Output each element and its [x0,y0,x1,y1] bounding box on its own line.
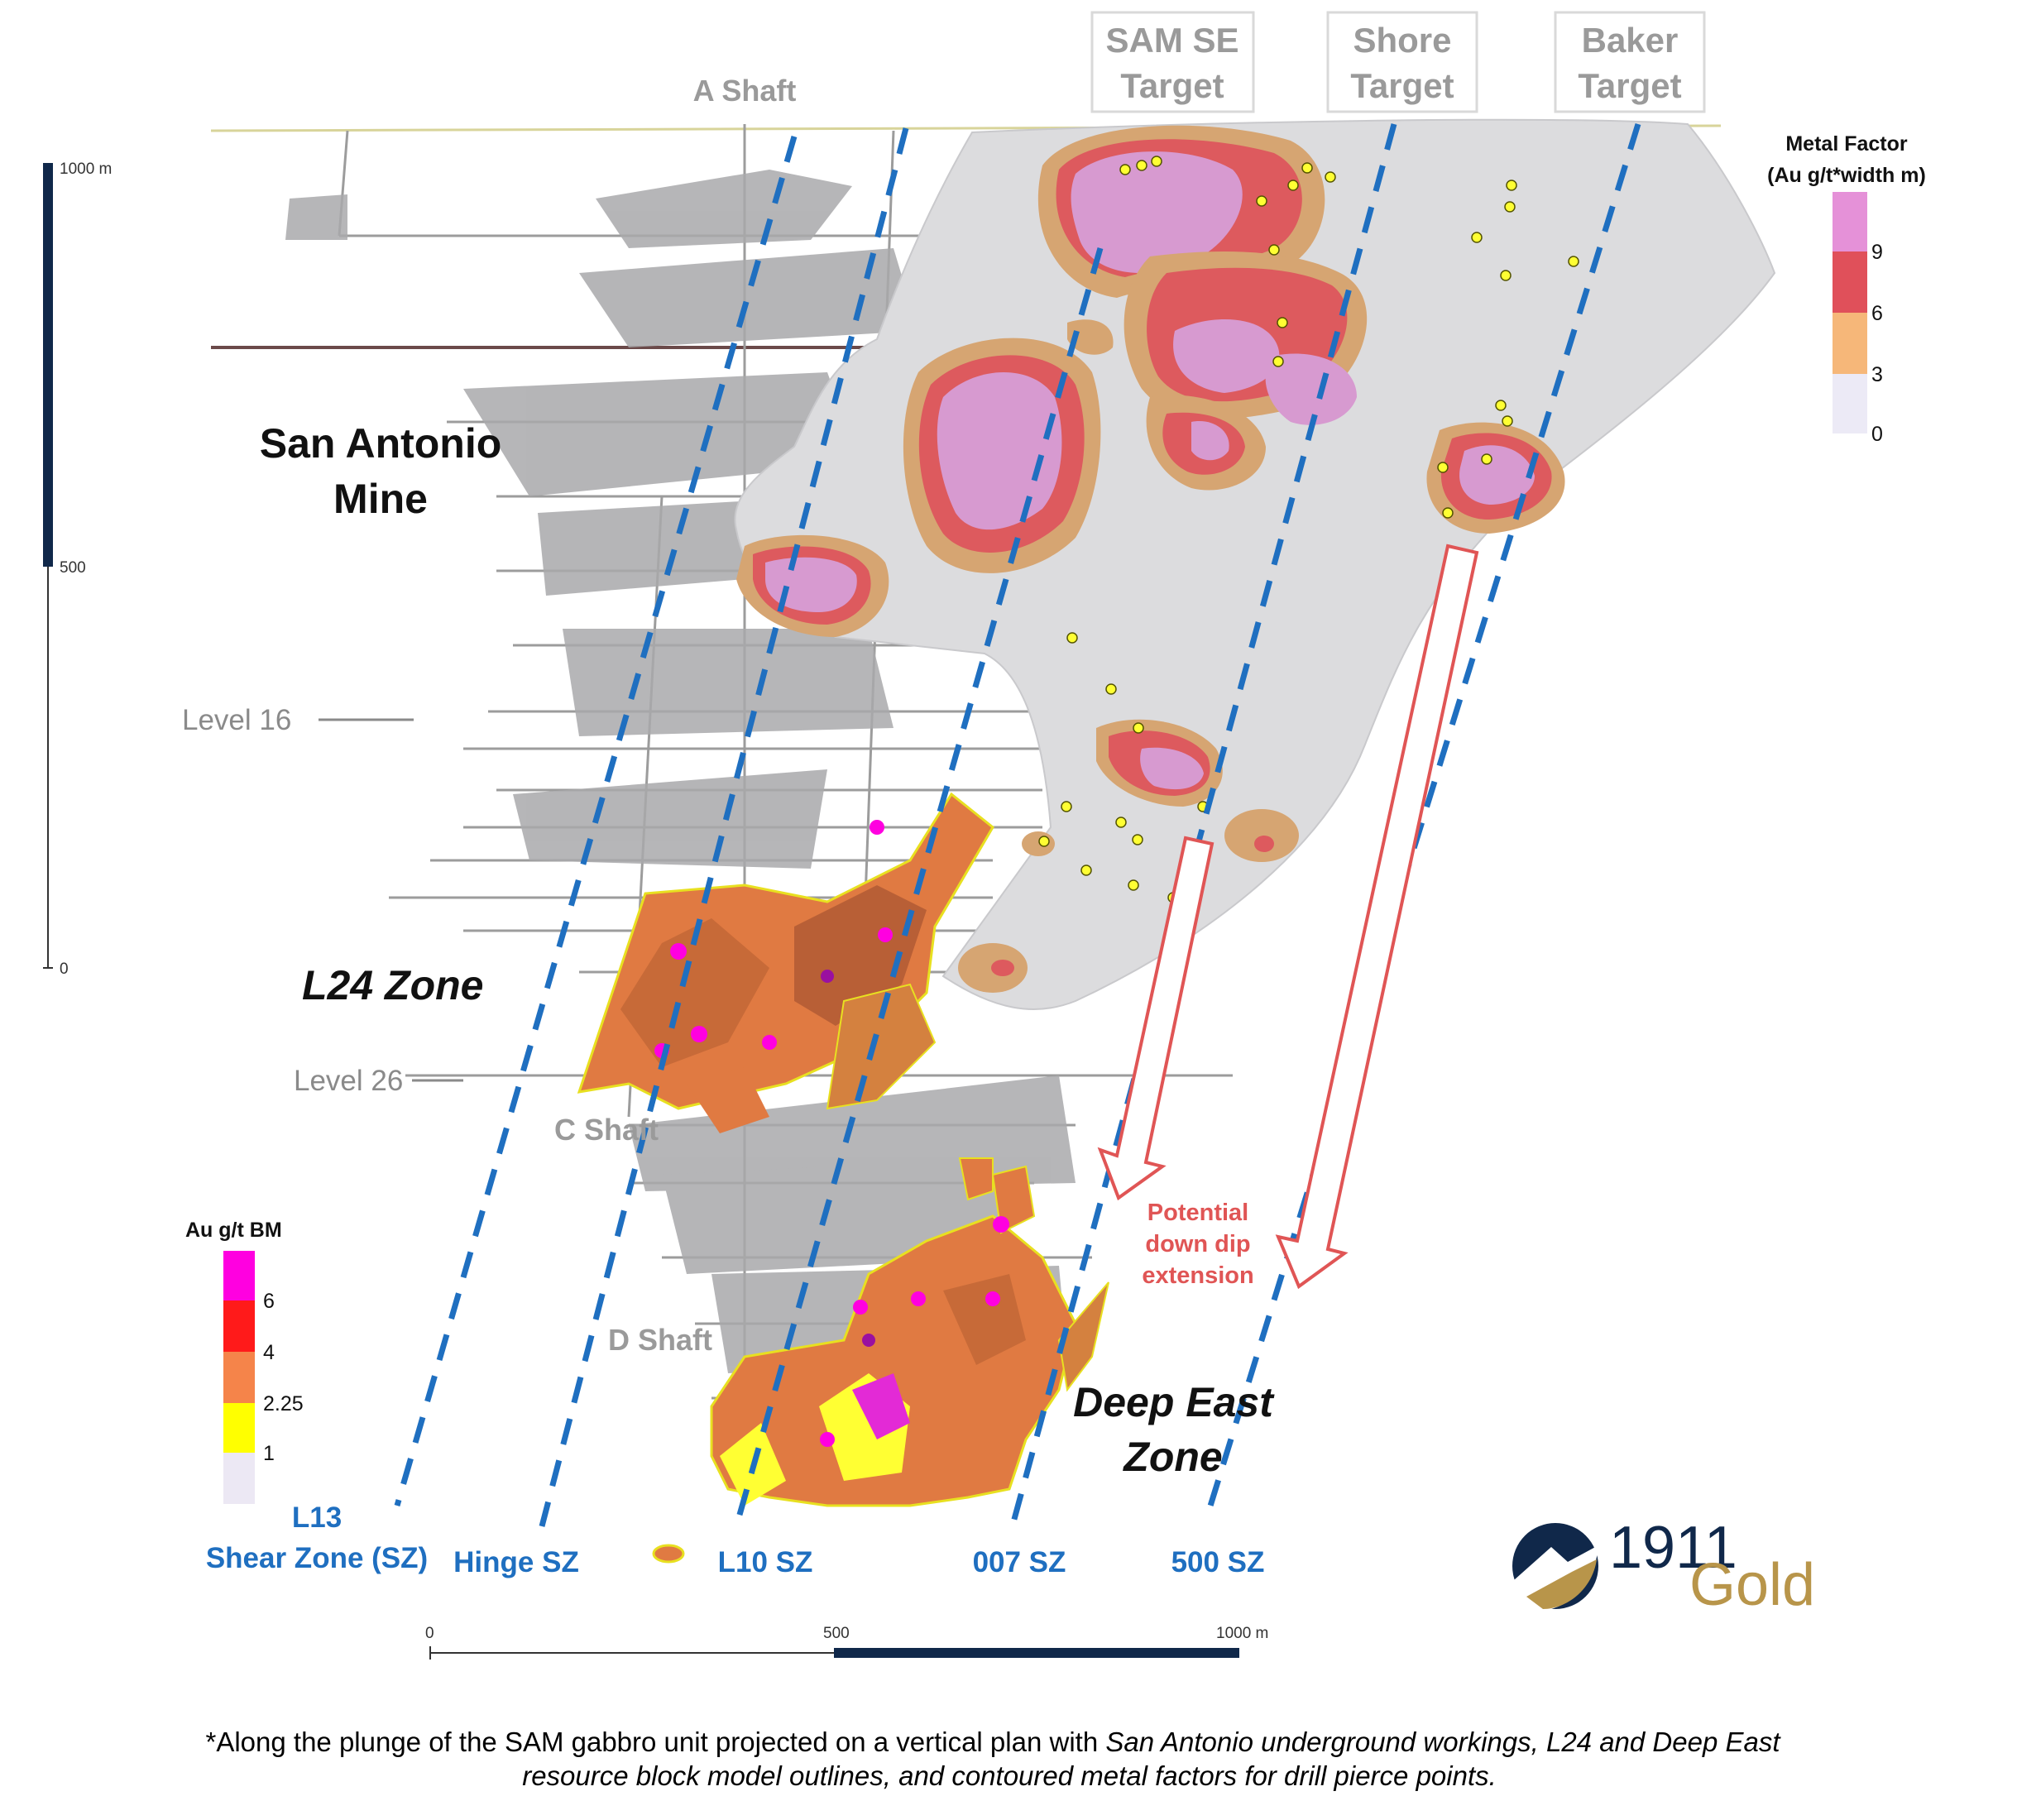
sz-500-label: 500 SZ [1171,1546,1265,1578]
deep-east-zone-label-line2: Zone [1122,1434,1222,1480]
svg-text:Baker: Baker [1582,21,1679,60]
sz-007-label: 007 SZ [973,1546,1066,1578]
svg-text:0: 0 [60,960,69,978]
caption-line2: resource block model outlines, and conto… [522,1760,1497,1791]
svg-text:SAM SE: SAM SE [1105,21,1238,60]
l24-zone-label: L24 Zone [302,962,483,1008]
metal-factor-contours [736,125,1565,993]
svg-text:Shore: Shore [1353,21,1451,60]
svg-text:Au g/t BM: Au g/t BM [185,1219,282,1242]
deep-east-resource-blocks [652,1157,1109,1564]
svg-text:Target: Target [1120,66,1224,105]
svg-text:500: 500 [823,1625,850,1642]
a-shaft-label: A Shaft [693,74,797,108]
svg-text:2.25: 2.25 [263,1392,304,1415]
svg-text:1: 1 [263,1442,275,1465]
svg-text:6: 6 [263,1290,275,1313]
c-shaft-label: C Shaft [554,1113,659,1147]
level-16-label: Level 16 [182,704,291,736]
svg-text:1000 m: 1000 m [1216,1625,1268,1642]
shear-zone-lines [394,122,1641,1527]
metal-factor-legend: Metal Factor (Au g/t*width m) 9 6 3 0 [1767,132,1926,446]
extension-label-line1: Potential [1147,1200,1248,1226]
l24-resource-blocks [577,792,994,1133]
svg-text:500: 500 [60,559,86,577]
svg-text:9: 9 [1871,241,1883,264]
svg-text:Target: Target [1350,66,1454,105]
svg-text:3: 3 [1871,363,1883,386]
level-26-label: Level 26 [294,1065,403,1097]
l10-sz-label: L10 SZ [718,1546,813,1578]
drill-pierce-points [1038,156,1579,903]
mine-name-line1: San Antonio [260,420,502,467]
svg-text:0: 0 [1871,423,1883,446]
target-labels: SAM SE Target Shore Target Baker Target [1090,11,1706,113]
svg-text:1000 m: 1000 m [60,160,112,178]
extension-label-line2: down dip [1145,1231,1250,1257]
d-shaft-label: D Shaft [608,1323,712,1357]
extension-arrow-right [1275,544,1479,1290]
hinge-shear-zone-line [539,127,909,1527]
l13-label-line2: Shear Zone (SZ) [206,1542,428,1574]
svg-text:0: 0 [425,1625,434,1642]
mine-name-line2: Mine [333,476,428,522]
hinge-sz-label: Hinge SZ [453,1546,579,1578]
sz-500-line [1205,122,1641,1516]
extension-label-line3: extension [1142,1262,1253,1289]
target-baker: Baker Target [1554,11,1706,113]
svg-text:4: 4 [263,1341,275,1364]
svg-text:6: 6 [1871,302,1883,325]
l13-shear-zone-line [394,136,798,1506]
target-shore: Shore Target [1326,11,1478,113]
sz-007-line [1010,123,1397,1523]
svg-text:Target: Target [1578,66,1681,105]
svg-text:1911: 1911 [1609,1515,1737,1581]
l13-label-line1: L13 [292,1502,342,1534]
target-sam-se: SAM SE Target [1090,11,1255,113]
svg-text:(Au g/t*width m): (Au g/t*width m) [1767,164,1926,187]
vertical-scale-bar: 1000 m 500 0 [43,160,112,978]
svg-text:Gold: Gold [1689,1552,1815,1618]
caption-line1: *Along the plunge of the SAM gabbro unit… [205,1727,1781,1757]
deep-east-zone-label-line1: Deep East [1073,1379,1275,1425]
company-logo: 1911 Gold [1512,1515,1815,1618]
horizontal-scale-bar: 0 500 1000 m [425,1625,1268,1660]
extension-arrow-left [1097,836,1215,1201]
svg-text:Metal Factor: Metal Factor [1785,132,1908,156]
au-grade-legend: Au g/t BM 6 4 2.25 1 [185,1219,304,1504]
l10-shear-zone-line [733,247,1104,1527]
down-dip-extension-arrows [1097,544,1479,1290]
